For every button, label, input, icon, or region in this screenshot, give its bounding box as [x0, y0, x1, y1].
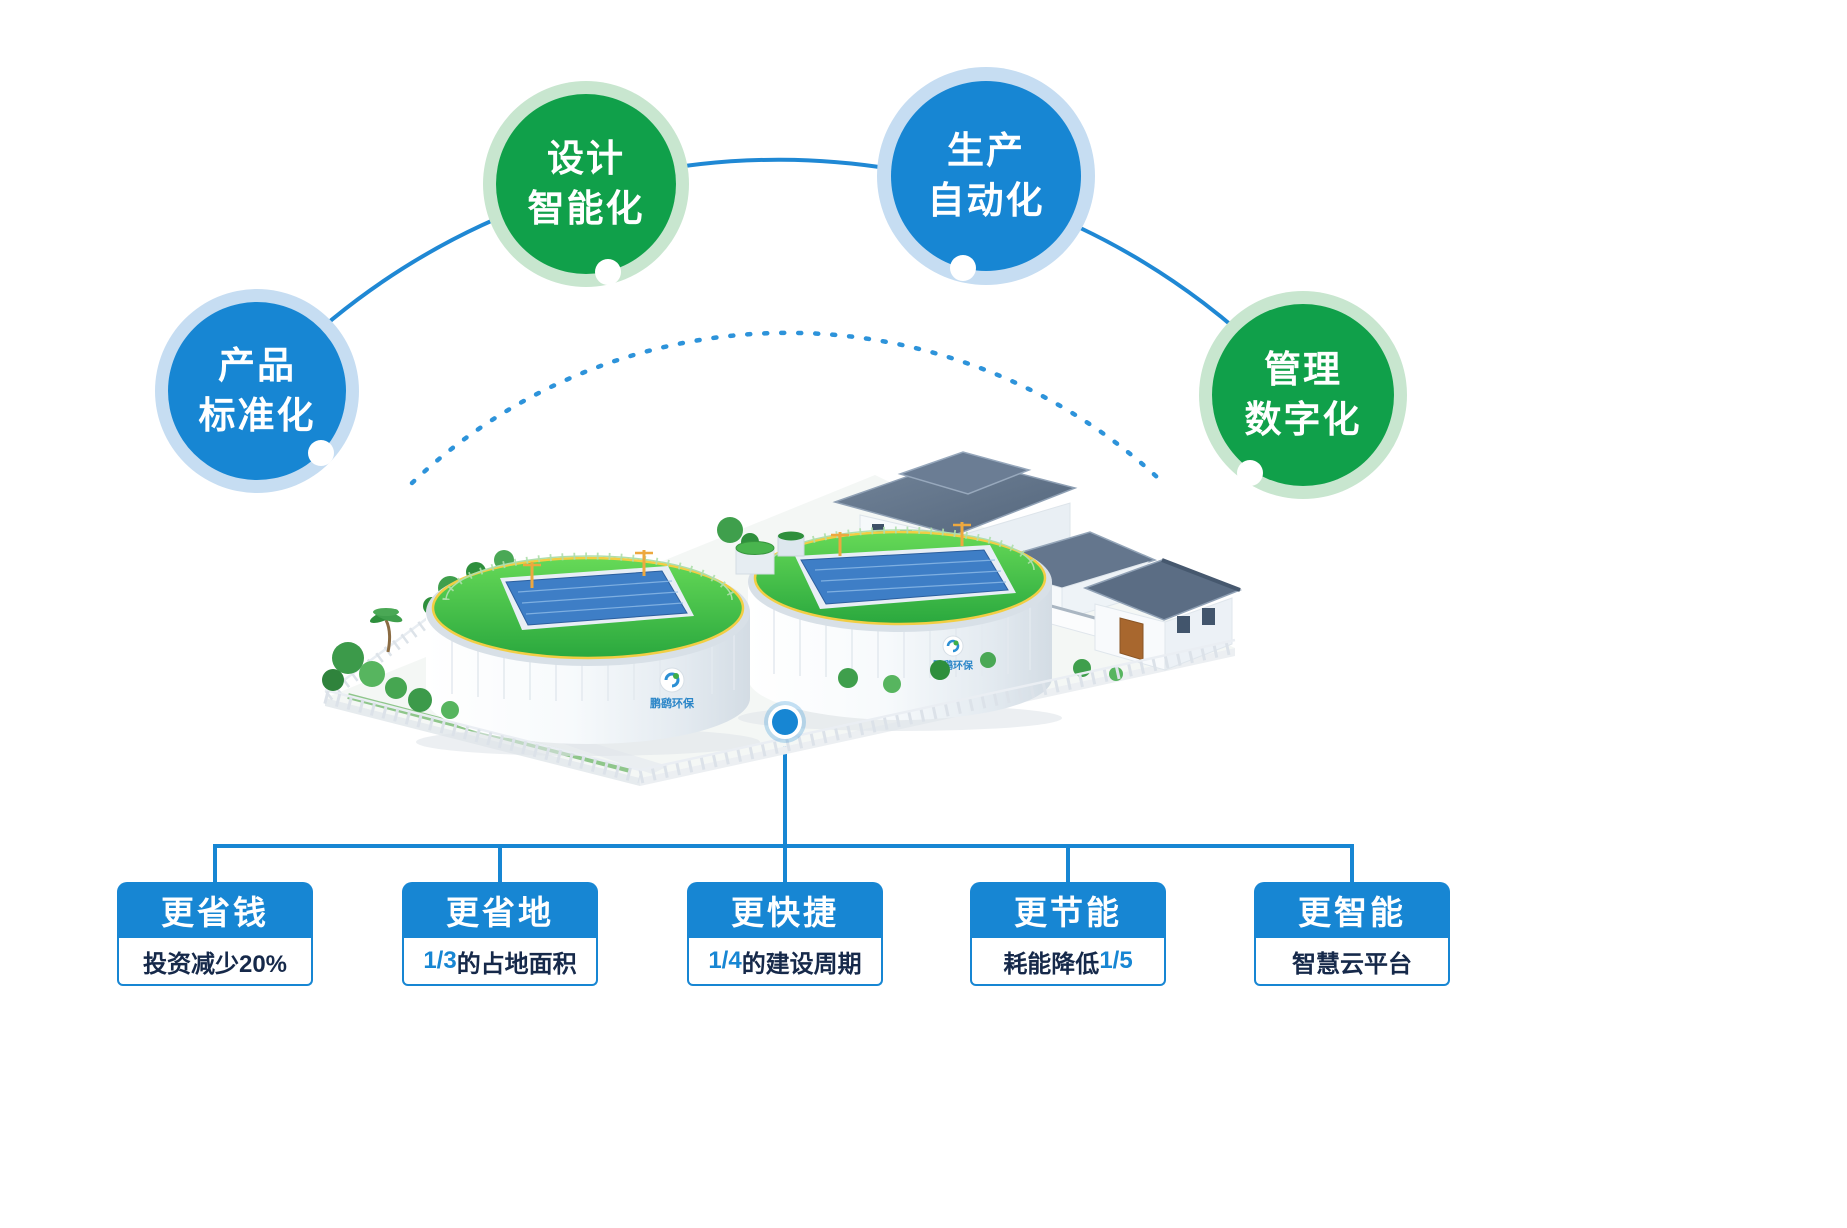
benefit-title: 更节能	[970, 882, 1166, 938]
connector-stub-1	[213, 844, 217, 882]
edge-dot	[1237, 460, 1263, 486]
edge-dot	[950, 255, 976, 281]
connector-stub-3	[783, 844, 787, 882]
circle-label-line2: 标准化	[198, 395, 316, 436]
circle-label-line1: 产品	[218, 345, 296, 387]
safety-poles	[523, 550, 653, 588]
dashed-arc-line	[409, 330, 1161, 486]
corner-trees	[322, 608, 459, 719]
edge-dot	[595, 259, 621, 285]
tank-logo: 鹏鹞环保	[650, 667, 695, 710]
benefit-title: 更智能	[1254, 882, 1450, 938]
feature-circle-design: 设计 智能化	[483, 81, 689, 287]
front-fence	[323, 638, 1237, 784]
benefit-title: 更快捷	[687, 882, 883, 938]
benefit-card-cost: 更省钱 投资减少20%	[117, 882, 313, 986]
benefit-title: 更省地	[402, 882, 598, 938]
benefit-desc: 投资减少20%	[117, 938, 313, 986]
benefit-title: 更省钱	[117, 882, 313, 938]
feature-circle-production: 生产 自动化	[877, 67, 1095, 285]
circle-label-line1: 设计	[547, 138, 625, 180]
edge-dot	[308, 440, 334, 466]
circle-label-line2: 自动化	[927, 180, 1045, 221]
connector-vertical-main	[783, 735, 787, 845]
right-tank: 鹏鹞环保	[738, 522, 1062, 731]
tank-logo-text: 鹏鹞环保	[650, 696, 695, 710]
small-tanks	[735, 531, 805, 575]
left-tank: 鹏鹞环保	[416, 550, 760, 756]
benefit-desc: 智慧云平台	[1254, 938, 1450, 986]
circle-label-line2: 智能化	[527, 188, 645, 229]
gatehouse-door	[1119, 617, 1144, 661]
connector-stub-4	[1066, 844, 1070, 882]
admin-buildings	[832, 451, 1243, 671]
connector-stub-2	[498, 844, 502, 882]
connector-stub-5	[1350, 844, 1354, 882]
circle-label-line2: 数字化	[1244, 399, 1362, 440]
facility-illustration: 鹏鹞环保	[322, 451, 1243, 786]
solid-arc-line	[255, 157, 1305, 397]
circle-label-line1: 管理	[1264, 349, 1342, 391]
circle-label-line1: 生产	[947, 130, 1025, 172]
connector-node	[772, 709, 798, 735]
feature-circle-management: 管理 数字化	[1199, 291, 1407, 499]
benefit-card-smart: 更智能 智慧云平台	[1254, 882, 1450, 986]
safety-poles	[831, 522, 971, 556]
